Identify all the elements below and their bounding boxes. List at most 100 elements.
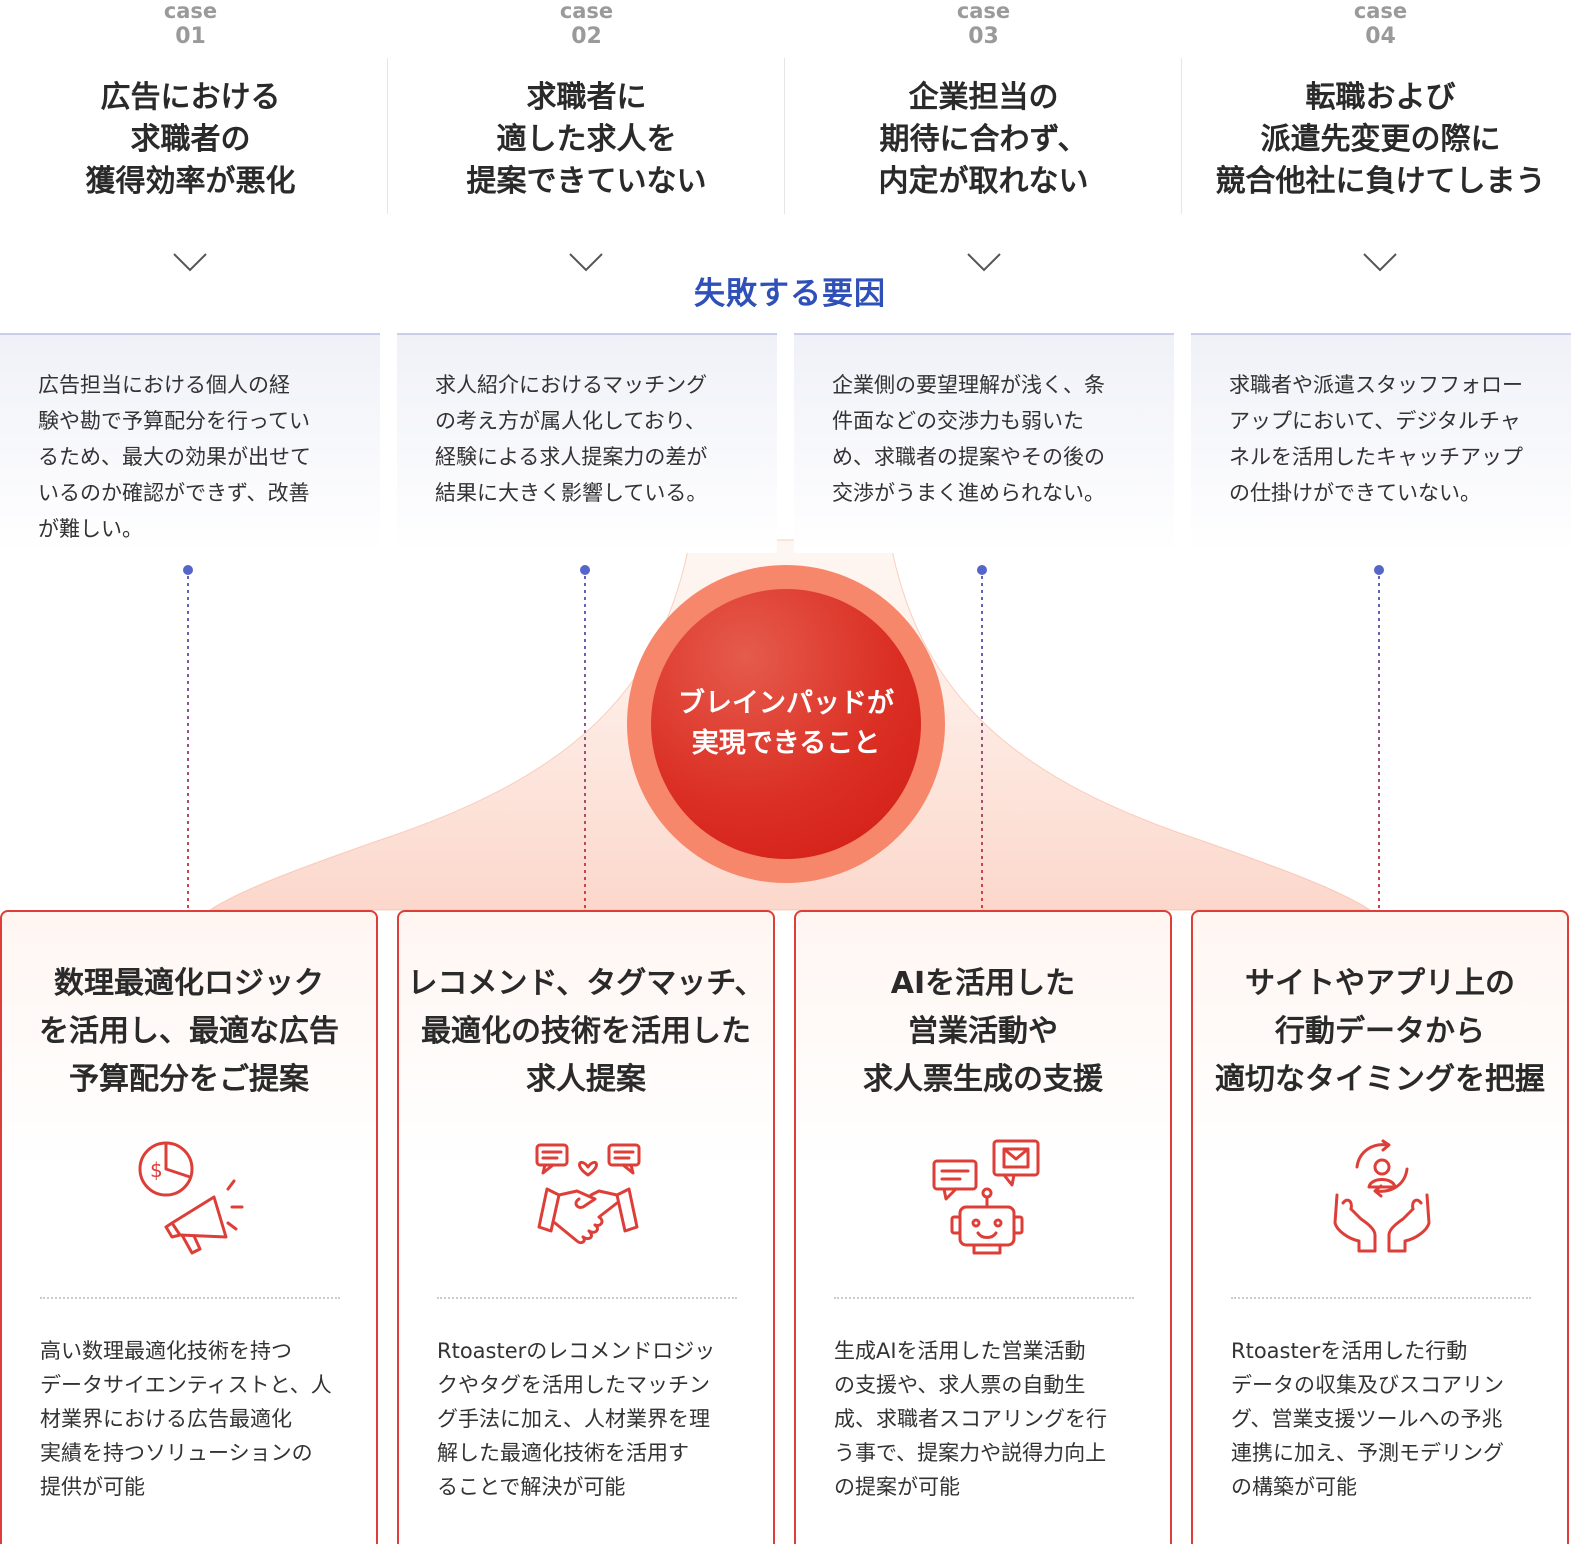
solution-title-line: AIを活用した bbox=[890, 966, 1076, 1001]
solution-text-line: データの収集及びスコアリン bbox=[1231, 1373, 1504, 1397]
case-title-line: 獲得効率が悪化 bbox=[85, 164, 296, 199]
solution-text-line: 連携に加え、予測モデリング bbox=[1231, 1441, 1504, 1465]
case-title-line: 広告における bbox=[100, 80, 281, 115]
divider bbox=[437, 1297, 737, 1299]
cause-text: 企業側の要望理解が浅く、条 件面などの交渉力も弱いた め、求職者の提案やその後の… bbox=[832, 367, 1152, 511]
solution-card-1: 数理最適化ロジック を活用し、最適な広告 予算配分をご提案 $ 高い数理最適化技… bbox=[0, 910, 378, 1544]
solution-title-line: 求人提案 bbox=[526, 1062, 646, 1097]
case-label: case bbox=[1353, 0, 1408, 23]
solution-title-line: 営業活動や bbox=[908, 1014, 1058, 1049]
case-label: case bbox=[163, 0, 218, 23]
cause-line: 広告担当における個人の経 bbox=[38, 373, 290, 397]
case-title-line: 求職者に bbox=[526, 80, 647, 115]
case-title-line: 期待に合わず、 bbox=[879, 122, 1088, 157]
hands-person-cycle-icon bbox=[1333, 1139, 1431, 1253]
cause-line: 験や勘で予算配分を行ってい bbox=[38, 409, 310, 433]
cause-text: 求職者や派遣スタッフフォロー アップにおいて、デジタルチャ ネルを活用したキャッ… bbox=[1229, 367, 1549, 511]
solution-text: 高い数理最適化技術を持つ データサイエンティストと、人 材業界における広告最適化… bbox=[40, 1334, 350, 1504]
solution-text-line: グ手法に加え、人材業界を理 bbox=[437, 1407, 710, 1431]
solution-text-line: う事で、提案力や説得力向上 bbox=[834, 1441, 1107, 1465]
case-number: 04 bbox=[1365, 24, 1396, 49]
solution-text-line: 生成AIを活用した営業活動 bbox=[834, 1339, 1086, 1363]
solution-text: 生成AIを活用した営業活動 の支援や、求人票の自動生 成、求職者スコアリングを行… bbox=[834, 1334, 1144, 1504]
case-title: 求職者に 適した求人を 提案できていない bbox=[388, 77, 785, 203]
connector-dot bbox=[1374, 565, 1384, 575]
section-heading: 失敗する要因 bbox=[694, 276, 886, 312]
cause-line: 求職者や派遣スタッフフォロー bbox=[1229, 373, 1523, 397]
solution-card-3: AIを活用した 営業活動や 求人票生成の支援 生成AIを活用した営業活動 の支援… bbox=[794, 910, 1172, 1544]
cause-line: 経験による求人提案力の差が bbox=[435, 445, 708, 469]
solution-text: Rtoasterのレコメンドロジッ クやタグを活用したマッチン グ手法に加え、人… bbox=[437, 1334, 747, 1504]
case-title-line: 企業担当の bbox=[908, 80, 1059, 115]
case-title-line: 求職者の bbox=[130, 122, 251, 157]
chevron-down-icon bbox=[173, 253, 207, 272]
cause-line: の仕掛けができていない。 bbox=[1229, 481, 1481, 505]
solution-text-line: データサイエンティストと、人 bbox=[40, 1373, 332, 1397]
column-divider bbox=[1181, 58, 1182, 214]
robot-chat-icon bbox=[932, 1139, 1040, 1255]
case-title: 転職および 派遣先変更の際に 競合他社に負けてしまう bbox=[1182, 77, 1579, 203]
connector-dot bbox=[977, 565, 987, 575]
column-divider bbox=[387, 58, 388, 214]
solution-text-line: 成、求職者スコアリングを行 bbox=[834, 1407, 1107, 1431]
solution-title-line: 予算配分をご提案 bbox=[69, 1062, 309, 1097]
solution-title-line: 数理最適化ロジック bbox=[54, 966, 324, 1001]
cause-text: 求人紹介におけるマッチング の考え方が属人化しており、 経験による求人提案力の差… bbox=[435, 367, 755, 511]
divider bbox=[834, 1297, 1134, 1299]
center-circle: ブレインパッドが 実現できること bbox=[627, 565, 945, 883]
column-divider bbox=[784, 58, 785, 214]
solution-text-line: 提供が可能 bbox=[40, 1475, 145, 1499]
cause-line: 件面などの交渉力も弱いた bbox=[832, 409, 1084, 433]
chevron-down-icon bbox=[967, 253, 1001, 272]
cause-line: 交渉がうまく進められない。 bbox=[832, 481, 1105, 505]
handshake-icon bbox=[535, 1143, 641, 1245]
case-column-4: case 04 転職および 派遣先変更の際に 競合他社に負けてしまう bbox=[1182, 0, 1579, 203]
cause-line: が難しい。 bbox=[38, 517, 143, 541]
solution-title-line: 適切なタイミングを把握 bbox=[1215, 1062, 1545, 1097]
solution-text-line: クやタグを活用したマッチン bbox=[437, 1373, 710, 1397]
solution-text-line: Rtoasterを活用した行動 bbox=[1231, 1339, 1468, 1363]
solution-title-line: 最適化の技術を活用した bbox=[421, 1014, 751, 1049]
solution-text-line: Rtoasterのレコメンドロジッ bbox=[437, 1339, 716, 1363]
case-column-1: case 01 広告における 求職者の 獲得効率が悪化 bbox=[0, 0, 389, 203]
case-title-line: 提案できていない bbox=[466, 164, 707, 199]
solution-text-line: グ、営業支援ツールへの予兆 bbox=[1231, 1407, 1503, 1431]
case-number: 03 bbox=[968, 24, 999, 49]
solution-text-line: の構築が可能 bbox=[1231, 1475, 1357, 1499]
solution-text-line: の支援や、求人票の自動生 bbox=[834, 1373, 1086, 1397]
chevron-down-icon bbox=[1363, 253, 1397, 272]
megaphone-dollar-icon: $ bbox=[138, 1141, 244, 1255]
cause-box-2: 求人紹介におけるマッチング の考え方が属人化しており、 経験による求人提案力の差… bbox=[397, 333, 777, 553]
solution-title: レコメンド、タグマッチ、 最適化の技術を活用した 求人提案 bbox=[399, 960, 773, 1104]
solution-text-line: ることで解決が可能 bbox=[437, 1475, 626, 1499]
chevron-down-icon bbox=[569, 253, 603, 272]
solution-title-line: レコメンド、タグマッチ、 bbox=[407, 966, 765, 1001]
svg-text:$: $ bbox=[150, 1158, 163, 1182]
case-number: 01 bbox=[175, 24, 206, 49]
case-title: 広告における 求職者の 獲得効率が悪化 bbox=[0, 77, 389, 203]
solution-card-4: サイトやアプリ上の 行動データから 適切なタイミングを把握 Rtoasterを活… bbox=[1191, 910, 1569, 1544]
case-label: case bbox=[559, 0, 614, 23]
solution-title-line: 求人票生成の支援 bbox=[863, 1062, 1103, 1097]
cause-line: 結果に大きく影響している。 bbox=[435, 481, 708, 505]
case-label: case bbox=[956, 0, 1011, 23]
case-number: 02 bbox=[571, 24, 602, 49]
cause-box-1: 広告担当における個人の経 験や勘で予算配分を行ってい るため、最大の効果が出せて… bbox=[0, 333, 380, 553]
cause-line: るため、最大の効果が出せて bbox=[38, 445, 311, 469]
solution-card-2: レコメンド、タグマッチ、 最適化の技術を活用した 求人提案 Rtoasterのレ… bbox=[397, 910, 775, 1544]
center-text-line: ブレインパッドが bbox=[678, 688, 894, 719]
solution-title-line: 行動データから bbox=[1275, 1014, 1485, 1049]
divider bbox=[1231, 1297, 1531, 1299]
divider bbox=[40, 1297, 340, 1299]
cause-line: 企業側の要望理解が浅く、条 bbox=[832, 373, 1105, 397]
cause-line: いるのか確認ができず、改善 bbox=[38, 481, 310, 505]
case-title-line: 派遣先変更の際に bbox=[1260, 122, 1501, 157]
solution-text: Rtoasterを活用した行動 データの収集及びスコアリン グ、営業支援ツールへ… bbox=[1231, 1334, 1541, 1504]
connector-dot bbox=[183, 565, 193, 575]
cause-line: 求人紹介におけるマッチング bbox=[435, 373, 708, 397]
solution-text-line: 解した最適化技術を活用す bbox=[437, 1441, 689, 1465]
cause-box-4: 求職者や派遣スタッフフォロー アップにおいて、デジタルチャ ネルを活用したキャッ… bbox=[1191, 333, 1571, 553]
cause-box-3: 企業側の要望理解が浅く、条 件面などの交渉力も弱いた め、求職者の提案やその後の… bbox=[794, 333, 1174, 553]
case-title: 企業担当の 期待に合わず、 内定が取れない bbox=[785, 77, 1182, 203]
